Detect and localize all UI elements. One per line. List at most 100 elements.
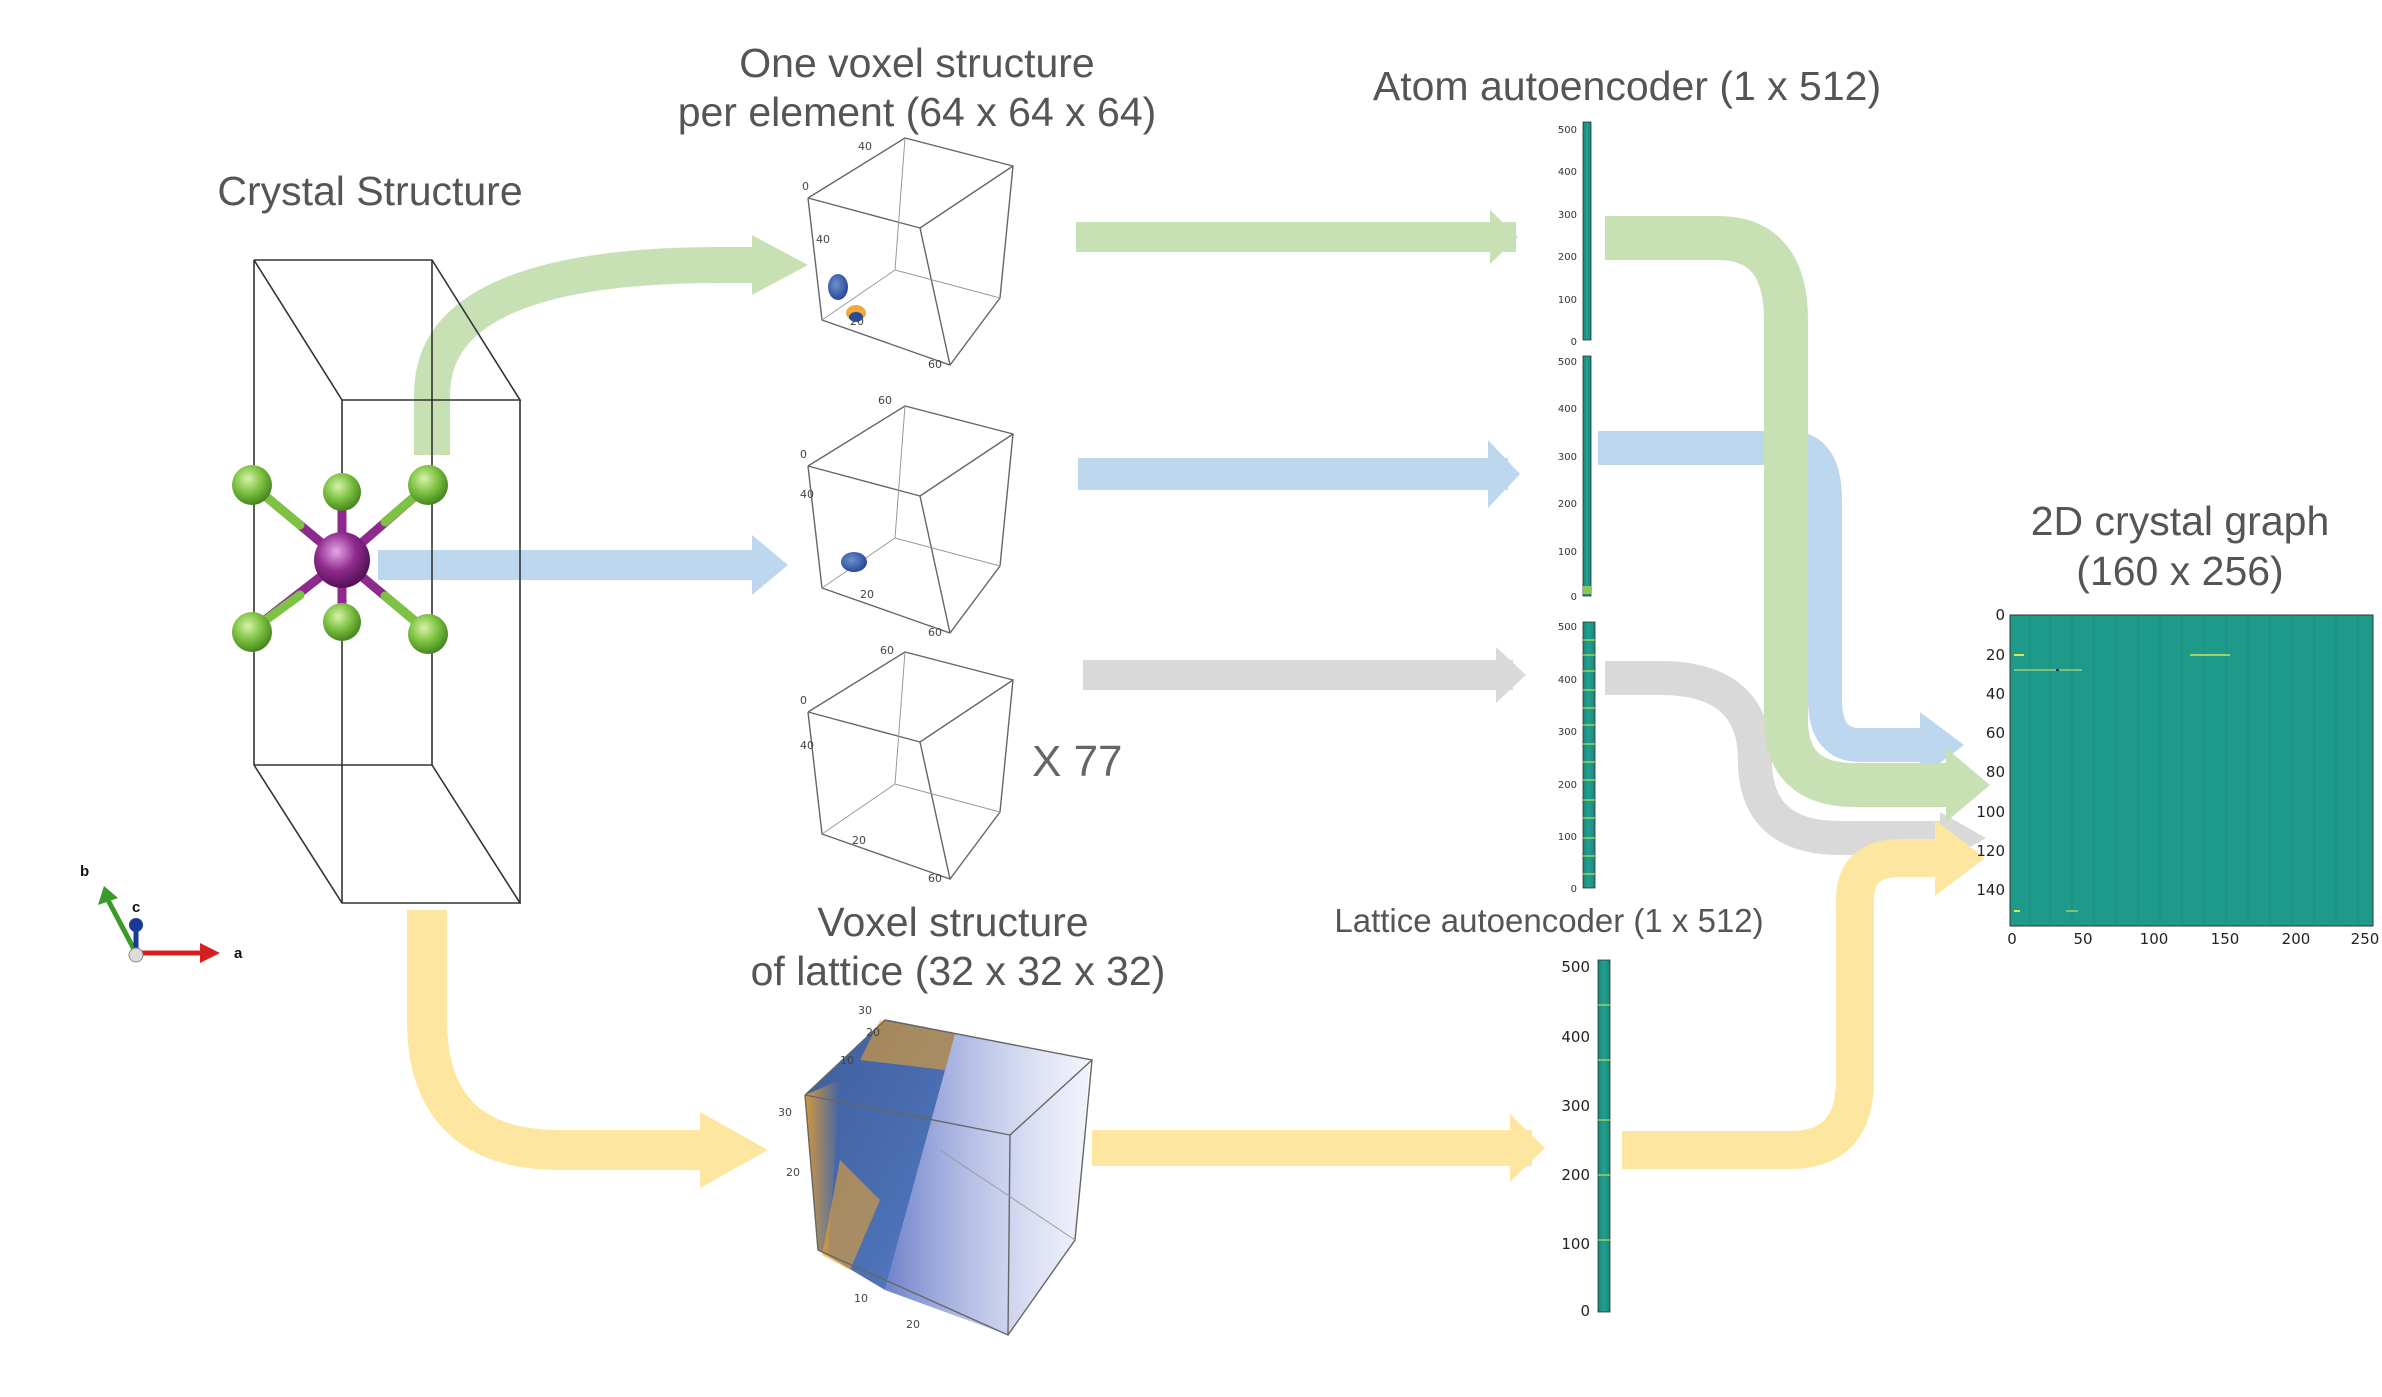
lattice-cube-tick: 20 <box>786 1166 800 1179</box>
crystal-structure <box>232 259 522 904</box>
svg-text:300: 300 <box>1558 452 1577 463</box>
lattice-cube-tick: 30 <box>858 1004 872 1017</box>
element-count-multiplier: X 77 <box>1032 737 1123 786</box>
halide-atom <box>232 465 272 505</box>
svg-text:300: 300 <box>1558 210 1577 221</box>
arrow-layer <box>378 210 1990 1188</box>
svg-text:400: 400 <box>1558 167 1577 178</box>
yellow-arrowhead-graph <box>1935 820 1985 896</box>
svg-text:40: 40 <box>858 140 872 153</box>
yellow-arrowhead-2 <box>1510 1114 1545 1182</box>
svg-text:40: 40 <box>800 488 814 501</box>
atom-autoencoder-title: Atom autoencoder (1 x 512) <box>1373 63 1881 109</box>
svg-text:0: 0 <box>2007 930 2017 948</box>
voxel-title-line2: per element (64 x 64 x 64) <box>678 89 1157 135</box>
svg-text:20: 20 <box>860 588 874 601</box>
yellow-arrow-ae-to-graph <box>1622 839 1940 1169</box>
halide-atom <box>408 614 448 654</box>
halide-atom <box>232 612 272 652</box>
element-voxel-cube-2: 60 0 40 20 60 <box>800 394 1014 639</box>
svg-text:500: 500 <box>1558 357 1577 368</box>
svg-text:500: 500 <box>1558 125 1577 136</box>
lattice-voxel-cube: 30 20 10 30 20 10 20 <box>778 1004 1093 1336</box>
lattice-cube-tick: 10 <box>854 1292 868 1305</box>
lattice-voxel-title-line1: Voxel structure <box>817 899 1088 945</box>
svg-text:140: 140 <box>1976 881 2005 899</box>
halide-atom <box>323 603 361 641</box>
voxel-title-line1: One voxel structure <box>739 40 1095 86</box>
lattice-axes-indicator: a b c <box>80 863 243 963</box>
svg-text:500: 500 <box>1561 958 1590 976</box>
svg-text:0: 0 <box>1571 592 1577 603</box>
blue-arrowhead-graph <box>1920 712 1964 778</box>
svg-text:400: 400 <box>1558 675 1577 686</box>
svg-text:100: 100 <box>2140 930 2169 948</box>
svg-text:60: 60 <box>880 644 894 657</box>
element-voxel-cube-3: 60 0 40 20 60 <box>800 644 1014 885</box>
svg-text:40: 40 <box>1986 685 2005 703</box>
svg-text:100: 100 <box>1558 832 1577 843</box>
gray-arrow-voxel-to-ae <box>1083 660 1513 690</box>
crystal-graph-title-line2: (160 x 256) <box>2076 548 2283 594</box>
svg-text:150: 150 <box>2211 930 2240 948</box>
yellow-arrow-crystal-to-lattice <box>407 910 705 1170</box>
heatmap-area <box>2009 614 2374 927</box>
lattice-voxel-title-line2: of lattice (32 x 32 x 32) <box>751 948 1166 994</box>
green-arrow-voxel-to-ae <box>1076 222 1516 252</box>
svg-text:0: 0 <box>1571 884 1577 895</box>
svg-text:60: 60 <box>1986 724 2005 742</box>
green-arrowhead-graph <box>1946 748 1990 822</box>
svg-text:60: 60 <box>928 358 942 371</box>
crystal-graph-title-line1: 2D crystal graph <box>2031 498 2330 544</box>
gray-arrow-ae-to-graph <box>1605 661 1945 855</box>
svg-text:200: 200 <box>1558 780 1577 791</box>
svg-text:200: 200 <box>1561 1166 1590 1184</box>
blue-arrowhead-2 <box>1488 440 1520 508</box>
svg-text:0: 0 <box>1580 1302 1590 1320</box>
bar3-ticks: 500 400 300 200 100 0 <box>1558 622 1577 895</box>
latent-vector-bar <box>1597 959 1611 1313</box>
green-arrowhead-2 <box>1490 210 1518 264</box>
bar2-ticks: 500 400 300 200 100 0 <box>1558 357 1577 603</box>
svg-text:0: 0 <box>800 448 807 461</box>
unit-cell-box <box>253 259 522 904</box>
central-metal-atom <box>314 532 370 588</box>
heatmap-x-ticks: 0 50 100 150 200 250 <box>2007 930 2379 948</box>
svg-text:400: 400 <box>1558 404 1577 415</box>
heatmap-column-stripes <box>2029 615 2359 926</box>
heatmap-y-ticks: 0 20 40 60 80 100 120 140 <box>1976 606 2005 899</box>
element-voxel-cube-1: 40 0 40 20 60 <box>802 137 1014 371</box>
svg-text:100: 100 <box>1561 1235 1590 1253</box>
svg-text:50: 50 <box>2073 930 2092 948</box>
halide-atom <box>323 473 361 511</box>
svg-text:400: 400 <box>1561 1028 1590 1046</box>
halide-atom <box>408 465 448 505</box>
svg-text:0: 0 <box>800 694 807 707</box>
green-arrow-ae-to-graph <box>1605 216 1950 807</box>
svg-text:20: 20 <box>852 834 866 847</box>
svg-text:300: 300 <box>1558 727 1577 738</box>
svg-text:0: 0 <box>1571 337 1577 348</box>
latent-vector-bar <box>1582 121 1592 341</box>
gray-arrowhead-2 <box>1496 647 1526 703</box>
svg-text:60: 60 <box>928 872 942 885</box>
svg-text:200: 200 <box>1558 499 1577 510</box>
svg-text:200: 200 <box>1558 252 1577 263</box>
lattice-autoencoder-bar: 500 400 300 200 100 0 <box>1561 958 1611 1320</box>
axis-label-a: a <box>234 945 243 962</box>
crystal-structure-title: Crystal Structure <box>217 168 522 214</box>
svg-text:20: 20 <box>1986 646 2005 664</box>
crystal-graph-heatmap: 0 20 40 60 80 100 120 140 0 50 100 150 2… <box>1976 606 2379 948</box>
green-arrow-crystal-to-voxel <box>414 247 760 455</box>
lattice-cube-tick: 20 <box>866 1026 880 1039</box>
svg-text:80: 80 <box>1986 763 2005 781</box>
svg-text:300: 300 <box>1561 1097 1590 1115</box>
green-arrowhead-1 <box>752 235 808 295</box>
blue-arrowhead-1 <box>752 535 788 595</box>
svg-text:120: 120 <box>1976 842 2005 860</box>
atom-autoencoder-bars: 500 400 300 200 100 0 500 400 300 200 10… <box>1558 121 1596 895</box>
svg-text:60: 60 <box>878 394 892 407</box>
svg-text:40: 40 <box>816 233 830 246</box>
heatmap-highlights <box>2014 654 2230 912</box>
